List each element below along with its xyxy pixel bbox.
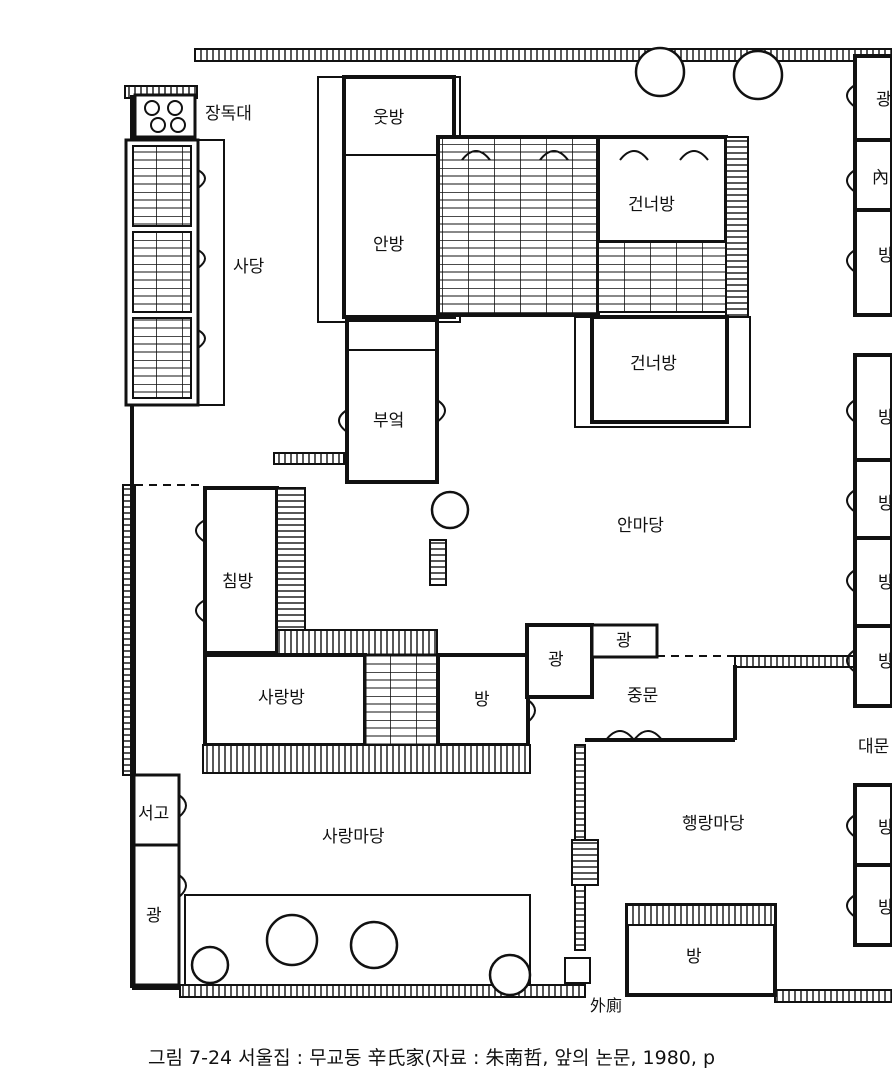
label-bueok: 부엌 xyxy=(373,411,405,431)
label-daemun: 대문 xyxy=(858,737,890,757)
jungmun-gate xyxy=(585,665,737,742)
label-right-bang-5: 방 xyxy=(878,652,892,672)
label-gwang-left: 광 xyxy=(146,906,162,926)
bueok-block xyxy=(338,318,446,484)
label-seogo: 서고 xyxy=(138,804,170,824)
label-gwang-mid-1: 광 xyxy=(548,650,564,670)
label-right-nae: 內 xyxy=(872,168,889,188)
label-bang-bottom: 방 xyxy=(686,947,702,967)
label-right-gwang: 광 xyxy=(876,90,892,110)
label-chimbang: 침방 xyxy=(222,572,254,592)
right-rooms xyxy=(846,54,892,947)
label-gwang-mid-2: 광 xyxy=(616,631,632,651)
sarangchae-block xyxy=(135,484,536,774)
bang-bottom-block xyxy=(564,903,777,997)
label-right-bang-1: 방 xyxy=(878,246,892,266)
gwang-middle xyxy=(525,623,735,699)
label-sarangbang: 사랑방 xyxy=(258,688,305,708)
label-jungmun: 중문 xyxy=(627,686,659,706)
label-right-bang-6: 방 xyxy=(878,818,892,838)
label-bang-center: 방 xyxy=(474,690,490,710)
label-right-bang-4: 방 xyxy=(878,573,892,593)
label-oecheuk: 外廁 xyxy=(590,996,623,1015)
label-right-bang-2: 방 xyxy=(878,408,892,428)
label-utbang: 웃방 xyxy=(373,108,405,128)
label-right-bang-3: 방 xyxy=(878,494,892,514)
anchae-block xyxy=(317,75,751,428)
sadang-block xyxy=(124,93,225,407)
label-geonneobang-2: 건너방 xyxy=(630,354,677,374)
figure-caption: 그림 7-24 서울집 : 무교동 辛氏家(자료 : 朱南哲, 앞의 논문, 1… xyxy=(148,1047,716,1069)
label-haengnangmadang: 행랑마당 xyxy=(682,814,745,834)
label-sarangmadang: 사랑마당 xyxy=(322,827,385,847)
seogo-block xyxy=(132,773,531,987)
trees xyxy=(190,46,784,997)
label-sadang: 사당 xyxy=(233,257,265,277)
label-jangdokdae: 장독대 xyxy=(205,104,252,124)
label-right-bang-7: 방 xyxy=(878,898,892,918)
label-geonneobang-1: 건너방 xyxy=(628,195,675,215)
label-anbang: 안방 xyxy=(373,235,405,255)
label-anmadang: 안마당 xyxy=(617,516,664,536)
